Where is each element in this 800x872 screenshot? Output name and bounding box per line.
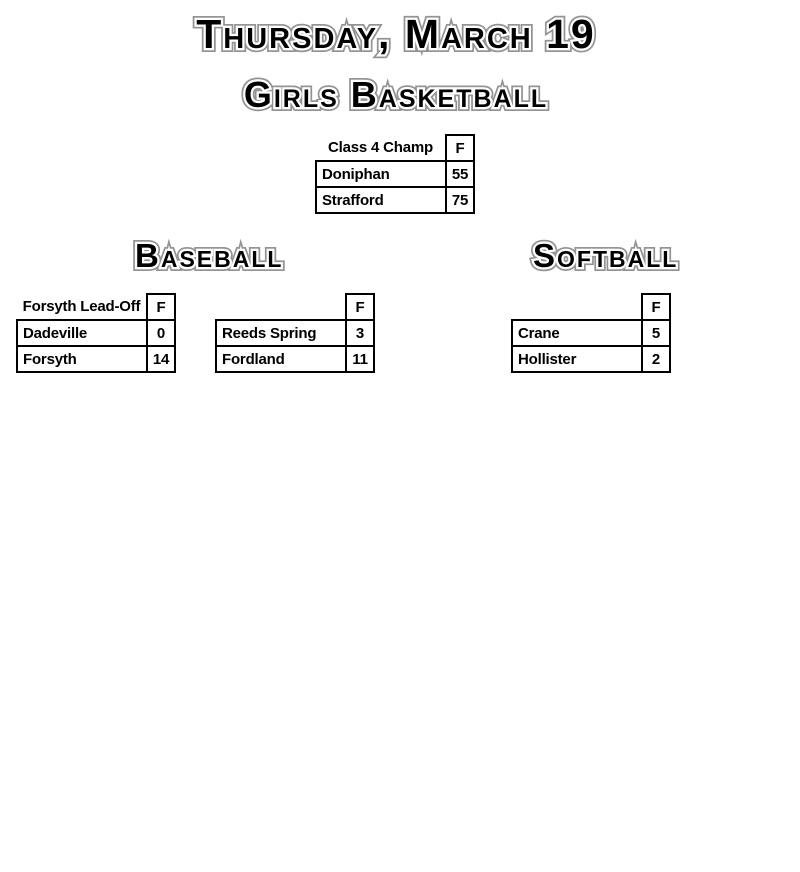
game-title: Forsyth Lead-Off [22,298,141,315]
baseball-heading: Baseball Baseball Baseball [131,235,285,276]
final-column-header: F [146,293,176,321]
team-score: 14 [146,345,176,373]
table-row: Strafford 75 [315,186,475,214]
game-title [512,294,642,320]
team-name: Crane [511,319,643,347]
team-name: Dadeville [16,319,148,347]
baseball-score-table-1: Forsyth Lead-Off F Dadeville 0 Forsyth 1… [16,293,176,373]
softball-heading: Softball Softball Softball [529,235,680,276]
table-header-row: Forsyth Lead-Off F [17,293,176,321]
girls-basketball-heading: Girls Basketball Girls Basketball Girls … [0,73,792,117]
final-column-header: F [641,293,671,321]
team-name: Fordland [215,345,347,373]
table-row: Reeds Spring 3 [215,319,375,347]
baseball-score-table-2: F Reeds Spring 3 Fordland 11 [215,293,375,373]
game-title: Class 4 Champ [328,139,433,156]
table-header-row: F [216,293,375,321]
team-name: Strafford [315,186,447,214]
table-row: Crane 5 [511,319,671,347]
team-score: 2 [641,345,671,373]
final-column-header: F [345,293,375,321]
team-name: Doniphan [315,160,447,188]
page-title-text: Thursday, March 19 Thursday, March 19 Th… [192,10,597,59]
basketball-score-table: Class 4 Champ F Doniphan 55 Strafford 75 [315,134,475,214]
table-header-row: F [512,293,671,321]
softball-score-table: F Crane 5 Hollister 2 [511,293,671,373]
girls-basketball-heading-text: Girls Basketball Girls Basketball Girls … [240,73,550,117]
table-row: Forsyth 14 [16,345,176,373]
table-row: Fordland 11 [215,345,375,373]
team-name: Hollister [511,345,643,373]
team-score: 11 [345,345,375,373]
team-score: 5 [641,319,671,347]
final-column-header: F [445,134,475,162]
team-score: 75 [445,186,475,214]
team-score: 3 [345,319,375,347]
team-score: 55 [445,160,475,188]
team-name: Reeds Spring [215,319,347,347]
table-row: Hollister 2 [511,345,671,373]
table-header-row: Class 4 Champ F [316,134,475,162]
table-row: Dadeville 0 [16,319,176,347]
team-score: 0 [146,319,176,347]
table-row: Doniphan 55 [315,160,475,188]
game-title [216,294,346,320]
page-title: Thursday, March 19 Thursday, March 19 Th… [0,10,792,59]
team-name: Forsyth [16,345,148,373]
